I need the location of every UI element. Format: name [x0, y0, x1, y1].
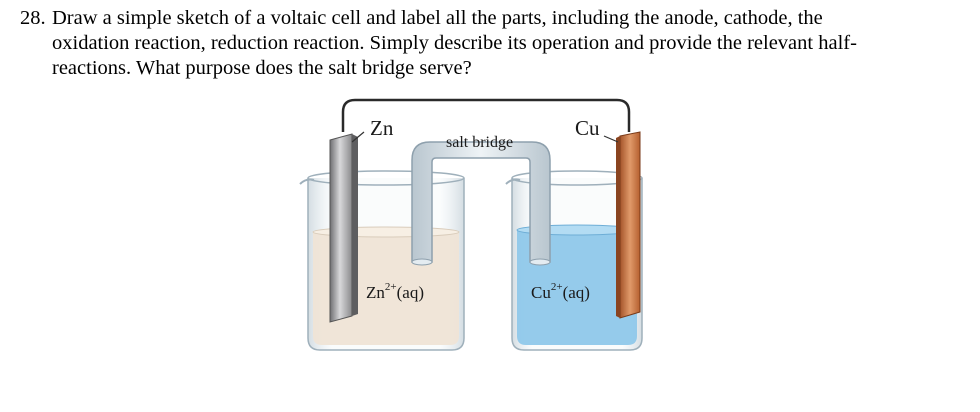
external-wire	[341, 98, 631, 132]
zinc-electrode-label: Zn	[370, 116, 394, 140]
copper-ion-label: Cu2+(aq)	[531, 281, 590, 303]
zn-label-leader	[351, 131, 365, 143]
zinc-ion-state: (aq)	[396, 283, 424, 302]
copper-ion-state: (aq)	[562, 283, 590, 302]
copper-ion-symbol: Cu	[531, 283, 551, 302]
copper-electrode	[616, 131, 641, 319]
zinc-electrode	[329, 133, 358, 323]
question-text: 28. Draw a simple sketch of a voltaic cel…	[20, 6, 965, 81]
question-line-3: reactions. What purpose does the salt br…	[52, 57, 472, 79]
cu-label-leader	[603, 135, 619, 143]
zinc-ion-charge: 2+	[384, 281, 397, 293]
question-line-2: oxidation reaction, reduction reaction. …	[52, 32, 857, 54]
salt-bridge-label: salt bridge	[446, 134, 514, 151]
question-line-1: 28. Draw a simple sketch of a voltaic cel…	[20, 6, 965, 31]
salt-bridge-tube	[411, 141, 551, 263]
copper-ion-charge: 2+	[550, 281, 563, 293]
question-line-1-text: Draw a simple sketch of a voltaic cell a…	[52, 7, 823, 29]
left-beaker	[299, 170, 465, 351]
copper-electrode-label: Cu	[575, 116, 600, 140]
zinc-ion-label: Zn2+(aq)	[366, 281, 424, 303]
zinc-ion-symbol: Zn	[366, 283, 385, 302]
question-number: 28.	[20, 7, 46, 29]
